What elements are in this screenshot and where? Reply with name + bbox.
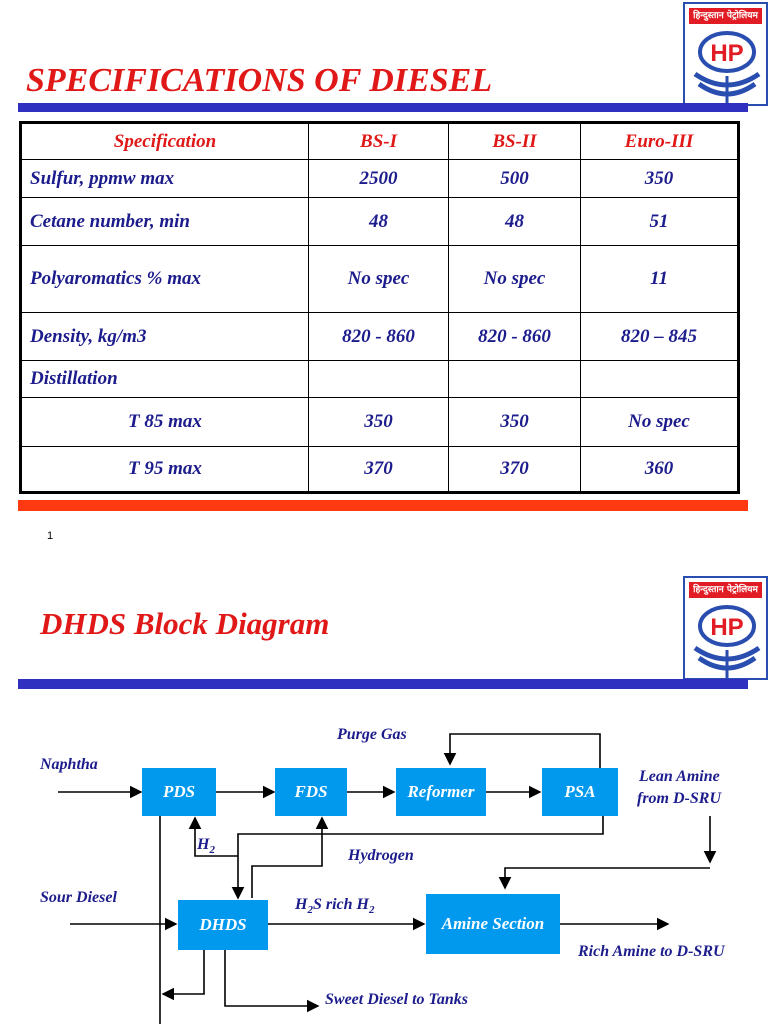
label-rich-amine: Rich Amine to D-SRU <box>578 943 725 960</box>
flow-lines <box>58 733 717 1024</box>
table-cell: Cetane number, min <box>20 197 309 246</box>
title-underline-bar <box>18 679 748 689</box>
header-cell: BS-II <box>448 122 581 160</box>
arrow-purge-gas <box>443 733 601 768</box>
diesel-spec-table: Specification BS-I BS-II Euro-III Sulfur… <box>19 121 740 494</box>
table-cell: 500 <box>448 159 581 198</box>
hp-logo: हिन्दुस्तान पेट्रोलियम HP <box>683 2 768 106</box>
table-cell: 51 <box>580 197 739 246</box>
table-cell <box>448 360 581 398</box>
table-cell <box>580 360 739 398</box>
table-cell: 48 <box>448 197 581 246</box>
table-row: Distillation <box>20 360 739 398</box>
table-cell: No spec <box>448 245 581 313</box>
arrow-dhds-recycle <box>161 950 205 1001</box>
block-dhds: DHDS <box>178 900 268 950</box>
table-cell: T 85 max <box>20 397 309 447</box>
label-sweet-diesel: Sweet Diesel to Tanks <box>325 991 468 1008</box>
svg-text:HP: HP <box>710 614 743 641</box>
table-cell: 11 <box>580 245 739 313</box>
hp-emblem-icon: HP <box>693 605 761 680</box>
table-cell: 360 <box>580 446 739 493</box>
header-cell: Euro-III <box>580 122 739 160</box>
table-row: Cetane number, min 48 48 51 <box>20 197 739 246</box>
label-from-dsru: from D-SRU <box>637 790 722 807</box>
arrow-h2-pds <box>188 816 238 857</box>
arrow-hydrogen-return <box>231 816 604 900</box>
label-h2s-rich-h2: H2S rich H2 <box>295 896 375 917</box>
label-lean-amine: Lean Amine <box>639 768 720 785</box>
table-cell: Sulfur, ppmw max <box>20 159 309 198</box>
label-naphtha: Naphtha <box>40 756 98 773</box>
svg-text:HP: HP <box>710 40 743 67</box>
label-sour-diesel: Sour Diesel <box>40 889 117 906</box>
table-cell: 370 <box>448 446 581 493</box>
hp-logo: हिन्दुस्तान पेट्रोलियम HP <box>683 576 768 680</box>
table-cell: 350 <box>308 397 449 447</box>
logo-hindi-text: हिन्दुस्तान पेट्रोलियम <box>689 8 762 24</box>
logo-hindi-text: हिन्दुस्तान पेट्रोलियम <box>689 582 762 598</box>
header-cell: Specification <box>20 122 309 160</box>
arrow-hydrogen-fds <box>251 816 329 898</box>
slide-specifications: SPECIFICATIONS OF DIESEL हिन्दुस्तान पेट… <box>18 2 768 511</box>
block-pds: PDS <box>142 768 216 816</box>
block-psa: PSA <box>542 768 618 816</box>
table-header-row: Specification BS-I BS-II Euro-III <box>20 122 739 160</box>
table-cell: 820 – 845 <box>580 312 739 361</box>
arrow-sweet-diesel <box>224 950 320 1013</box>
label-h2: H2 <box>197 836 215 857</box>
table-row: Sulfur, ppmw max 2500 500 350 <box>20 159 739 198</box>
header-cell: BS-I <box>308 122 449 160</box>
hp-emblem-icon: HP <box>693 31 761 106</box>
table-cell: 350 <box>580 159 739 198</box>
table-row: Density, kg/m3 820 - 860 820 - 860 820 –… <box>20 312 739 361</box>
table-cell: Polyaromatics % max <box>20 245 309 313</box>
table-cell: 820 - 860 <box>448 312 581 361</box>
page-title: DHDS Block Diagram <box>40 606 330 641</box>
slide-block-diagram: DHDS Block Diagram हिन्दुस्तान पेट्रोलिय… <box>0 566 768 1024</box>
label-hydrogen: Hydrogen <box>348 847 414 864</box>
block-amine-section: Amine Section <box>426 894 560 954</box>
table-cell: Distillation <box>20 360 309 398</box>
table-row: T 95 max 370 370 360 <box>20 446 739 493</box>
table-cell: T 95 max <box>20 446 309 493</box>
block-fds: FDS <box>275 768 347 816</box>
table-cell: 820 - 860 <box>308 312 449 361</box>
table-row: Polyaromatics % max No spec No spec 11 <box>20 245 739 313</box>
table-cell: No spec <box>580 397 739 447</box>
table-cell: 2500 <box>308 159 449 198</box>
table-cell: 350 <box>448 397 581 447</box>
page-number: 1 <box>47 530 54 542</box>
arrow-lean-amine-amine <box>498 867 710 890</box>
block-reformer: Reformer <box>396 768 486 816</box>
table-row: T 85 max 350 350 No spec <box>20 397 739 447</box>
footer-bar <box>18 500 748 511</box>
page-title: SPECIFICATIONS OF DIESEL <box>26 62 493 99</box>
label-purge-gas: Purge Gas <box>337 726 407 743</box>
table-cell: Density, kg/m3 <box>20 312 309 361</box>
table-cell: 370 <box>308 446 449 493</box>
table-cell: No spec <box>308 245 449 313</box>
title-underline-bar <box>18 103 748 112</box>
table-cell: 48 <box>308 197 449 246</box>
table-cell <box>308 360 449 398</box>
